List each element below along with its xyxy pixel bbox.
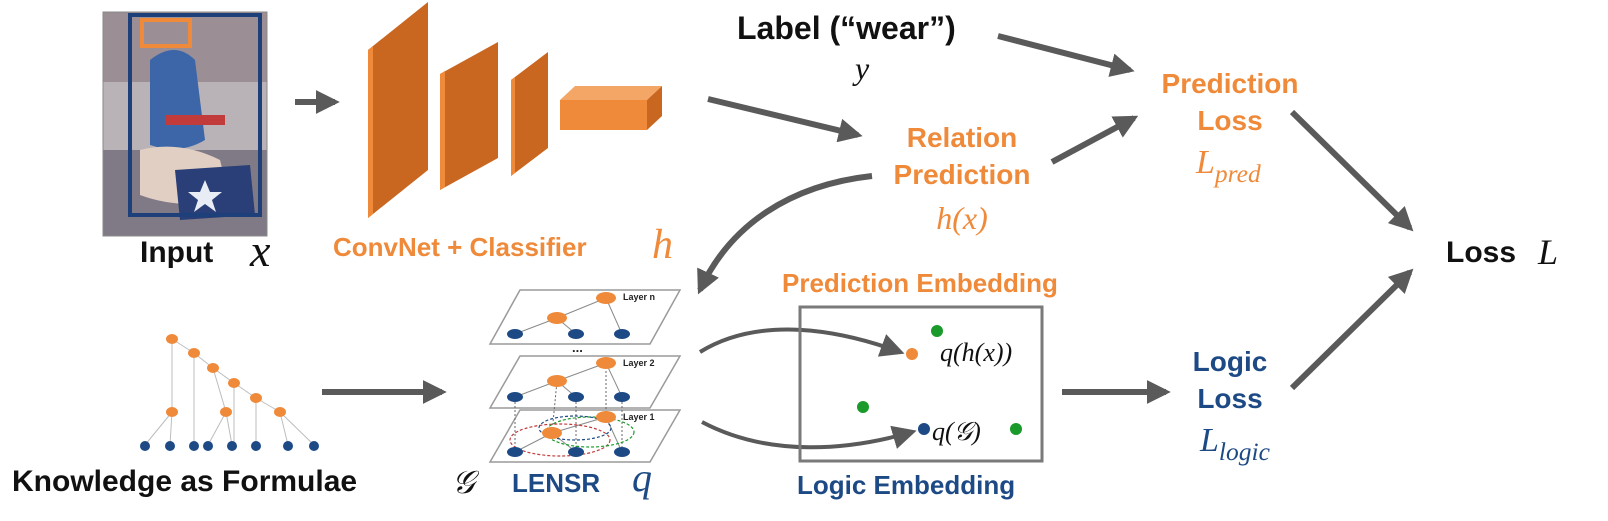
logic-embedding-point: [918, 423, 930, 435]
prediction-point-label: q(h(x)): [940, 338, 1013, 367]
arrow-relation-to-lensr: [697, 173, 873, 295]
arrow-lensr-to-logic-embedding: [701, 420, 917, 450]
label-title: Label (“wear”): [737, 10, 956, 46]
relation-prediction-line1: Relation: [906, 122, 1018, 153]
relation-prediction-line2: Prediction: [893, 159, 1031, 190]
convnet-symbol: h: [652, 222, 673, 268]
lensr-layer-2-plane: [488, 355, 682, 409]
prediction-loss-line1: Prediction: [1161, 68, 1299, 99]
prediction-loss-symbol: Lpred: [1196, 144, 1261, 188]
lensr-layer-1-label: Layer 1: [623, 412, 655, 422]
logic-loss-symbol: Llogic: [1200, 422, 1270, 466]
logic-point-label: q(𝒢): [932, 417, 981, 446]
knowledge-symbol: 𝒢: [452, 464, 475, 500]
lensr-symbol: q: [632, 455, 652, 500]
prediction-embedding-label: Prediction Embedding: [782, 268, 1058, 298]
convnet-label: ConvNet + Classifier: [333, 232, 587, 262]
logic-embedding-label: Logic Embedding: [797, 470, 1016, 500]
lensr-label: LENSR: [512, 468, 601, 498]
arrow-logic-loss-to-loss: [1289, 268, 1414, 391]
green-point-2: [857, 401, 869, 413]
prediction-embedding-point: [906, 348, 918, 360]
convnet-blocks: [368, 2, 662, 218]
green-point-3: [1010, 423, 1022, 435]
relation-prediction-symbol: h(x): [936, 200, 988, 236]
embedding-space-box: [798, 305, 1044, 463]
logic-loss-line1: Logic: [1192, 346, 1268, 377]
arrow-label-to-pred-loss: [997, 33, 1135, 77]
formula-graph: [144, 338, 315, 446]
arrow-pred-loss-to-loss: [1289, 109, 1414, 232]
lensr-layers-ellipsis: ...: [572, 340, 583, 355]
lensr-layer-2-label: Layer 2: [623, 358, 655, 368]
arrow-relation-to-pred-loss: [1050, 115, 1139, 165]
total-loss-label: Loss: [1446, 236, 1517, 269]
input-label: Input: [140, 236, 214, 269]
input-symbol: x: [250, 225, 271, 276]
lensr-layers: Layer n Layer 2 Layer 1 ...: [488, 289, 682, 463]
lensr-layer-1-plane: [488, 409, 682, 463]
total-loss-symbol: L: [1538, 232, 1559, 272]
lensr-layer-n-label: Layer n: [623, 292, 655, 302]
input-image: [102, 11, 268, 237]
logic-loss-line2: Loss: [1197, 383, 1263, 414]
green-point-1: [931, 325, 943, 337]
formula-graph-nodes: [140, 334, 319, 451]
prediction-loss-line2: Loss: [1197, 105, 1263, 136]
knowledge-label: Knowledge as Formulae: [12, 465, 358, 498]
label-symbol: y: [855, 50, 870, 86]
lensr-layer-n-plane: [488, 289, 682, 345]
arrow-convnet-to-relation: [707, 96, 863, 143]
